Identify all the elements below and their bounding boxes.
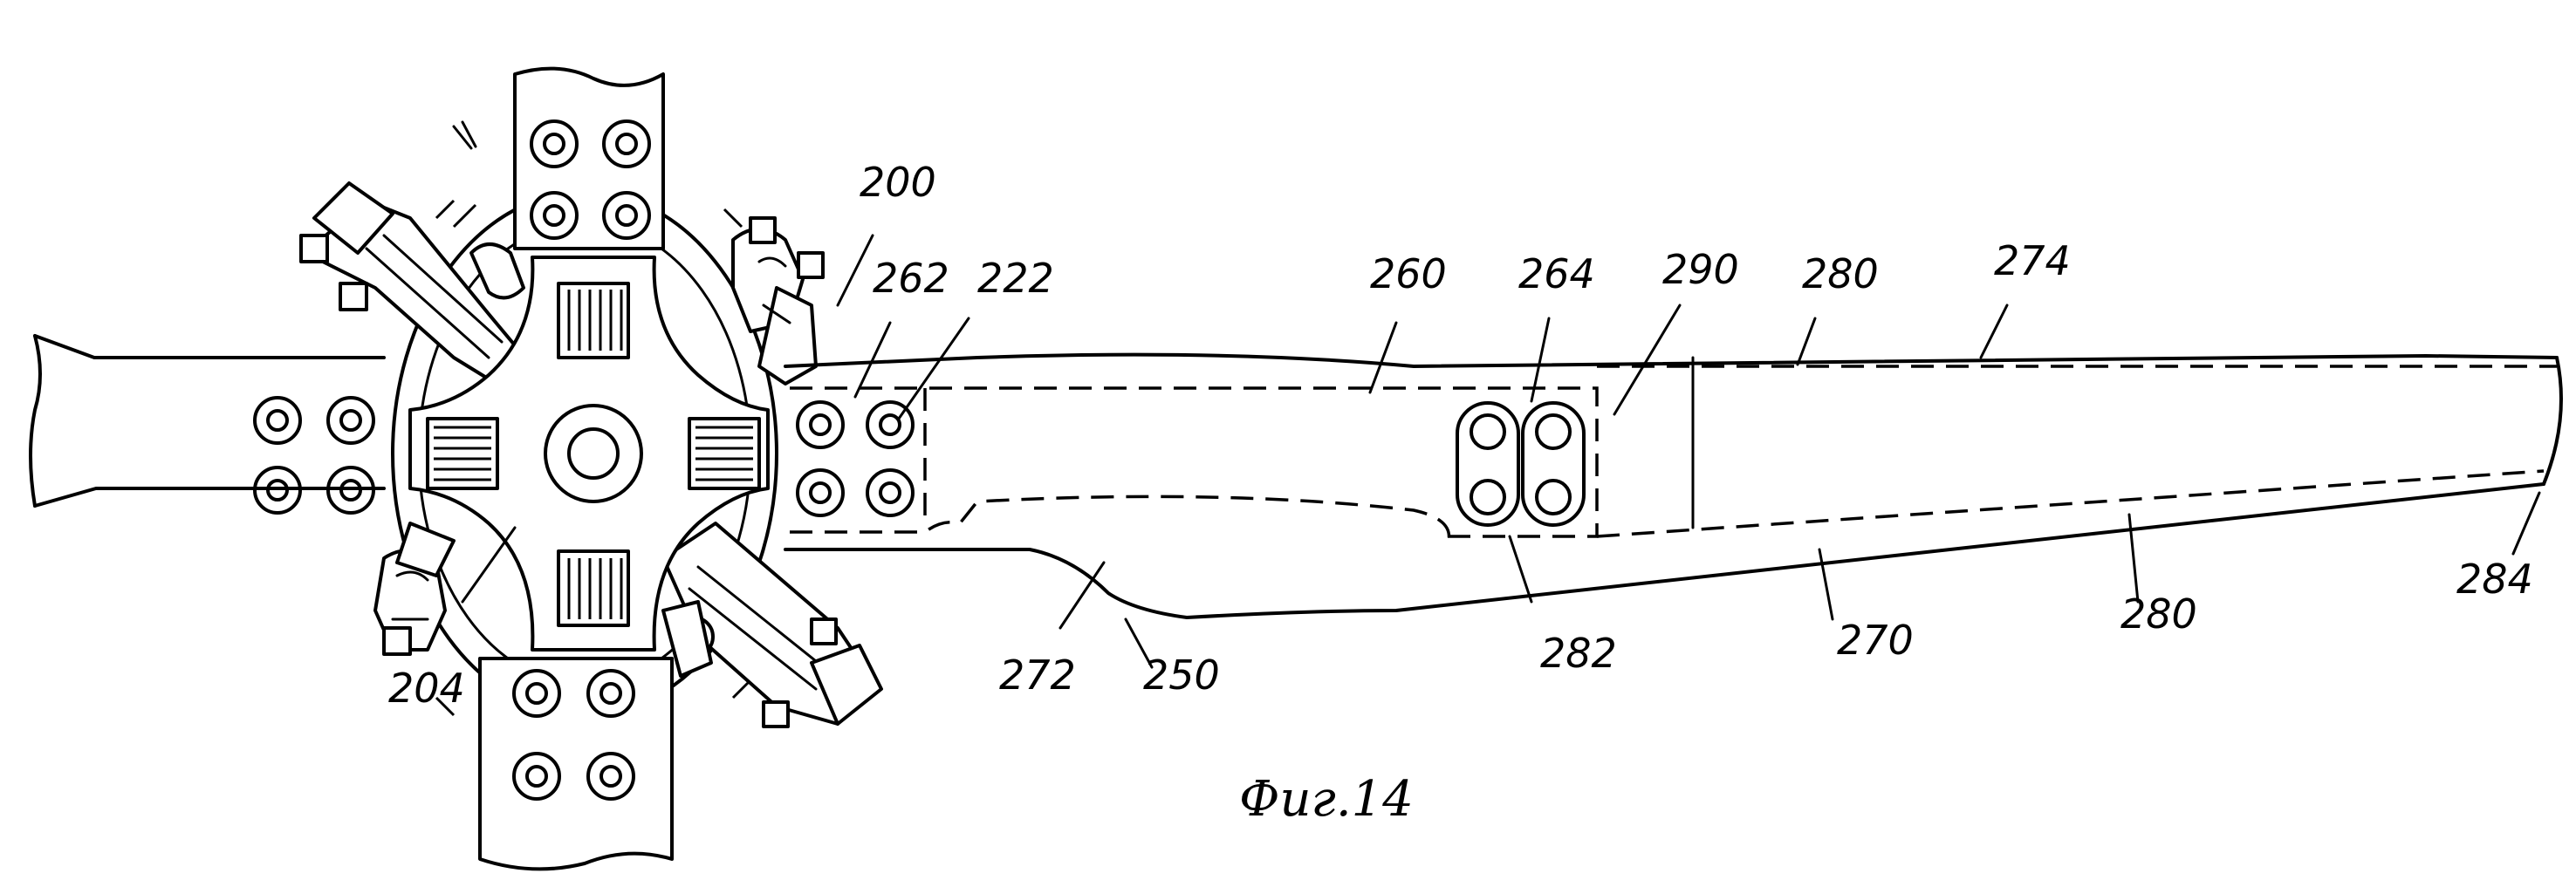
damper-upper-right (731, 216, 825, 386)
left-root-bolts (253, 396, 375, 515)
label-260: 260 (1370, 250, 1447, 297)
reference-labels: 200 262 222 260 264 290 280 274 204 272 … (388, 159, 2533, 712)
top-arm (513, 66, 665, 250)
label-290: 290 (1662, 246, 1739, 293)
label-282: 282 (1540, 630, 1617, 677)
label-274: 274 (1994, 237, 2071, 284)
label-250: 250 (1143, 652, 1220, 699)
label-284: 284 (2456, 556, 2533, 603)
label-264: 264 (1518, 250, 1595, 297)
label-262: 262 (873, 255, 949, 302)
label-270: 270 (1837, 617, 1914, 664)
label-280-top: 280 (1802, 250, 1879, 297)
bottom-arm (478, 657, 674, 871)
damper-lower-left (373, 522, 456, 656)
left-blade-root (29, 334, 386, 515)
leader-lines (461, 234, 2541, 669)
damper-lower-right (661, 522, 883, 728)
damper-upper-left (299, 120, 534, 394)
label-222: 222 (977, 255, 1054, 302)
label-280-bottom: 280 (2120, 590, 2197, 638)
hub-star (408, 256, 770, 652)
blade-clamp (1456, 401, 1586, 527)
figure-caption: Фиг.14 (1239, 771, 1414, 828)
right-blade (784, 352, 2563, 619)
label-272: 272 (999, 652, 1076, 699)
label-204: 204 (388, 665, 465, 712)
label-200: 200 (860, 159, 936, 206)
